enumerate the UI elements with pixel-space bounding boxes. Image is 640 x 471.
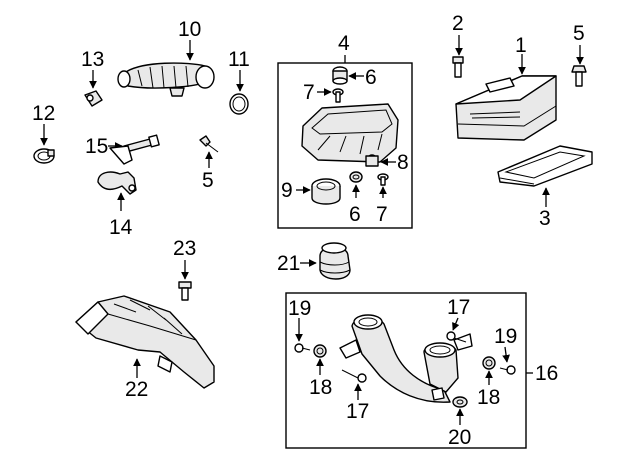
sensor-rod-part xyxy=(123,134,160,153)
callout-5-right: 5 xyxy=(573,22,585,45)
seal-part-9 xyxy=(311,178,341,205)
callout-19-left: 19 xyxy=(288,297,311,320)
grommet-part-18-left xyxy=(313,344,327,358)
air-cleaner-cover-part xyxy=(455,75,557,141)
intake-hose-part xyxy=(117,62,215,97)
callout-22: 22 xyxy=(125,378,148,401)
bolt-part-5-right xyxy=(571,65,587,87)
bolt-part-17-right xyxy=(446,331,467,343)
hose-clamp-part xyxy=(33,148,55,164)
callout-20: 20 xyxy=(448,426,471,449)
callout-16: 16 xyxy=(535,362,558,385)
bolt-part-17-left xyxy=(341,369,367,383)
collar-part-8 xyxy=(365,155,379,167)
callout-7-top: 7 xyxy=(303,81,315,104)
callout-6-bottom: 6 xyxy=(349,203,361,226)
air-filter-element-part xyxy=(497,145,593,187)
callout-17-left: 17 xyxy=(346,400,369,423)
intake-tube-part xyxy=(339,314,473,403)
bolt-part-19-right xyxy=(499,365,516,375)
clip-part xyxy=(84,90,103,107)
callout-6-top: 6 xyxy=(365,66,377,89)
air-duct-part xyxy=(75,295,215,389)
callout-21: 21 xyxy=(277,252,300,275)
callout-5-left: 5 xyxy=(202,169,214,192)
callout-2: 2 xyxy=(452,12,464,35)
callout-8: 8 xyxy=(397,151,409,174)
callout-3: 3 xyxy=(539,207,551,230)
callout-7-bottom: 7 xyxy=(376,203,388,226)
callout-10: 10 xyxy=(178,18,201,41)
callout-14: 14 xyxy=(109,216,133,239)
breather-bracket-part xyxy=(97,145,137,195)
callout-4: 4 xyxy=(338,32,350,55)
air-cleaner-lower-case-part xyxy=(301,103,399,163)
bolt-part-7-top xyxy=(332,88,344,103)
bolt-part-19-left xyxy=(294,343,311,353)
ring-seal-part xyxy=(229,93,249,115)
callout-9: 9 xyxy=(281,179,293,202)
bellows-part xyxy=(319,242,351,280)
callout-1: 1 xyxy=(515,34,527,57)
callout-18-right: 18 xyxy=(477,386,500,409)
callout-11: 11 xyxy=(228,48,250,71)
callout-23: 23 xyxy=(173,237,196,260)
push-pin-part xyxy=(452,56,464,78)
callout-13: 13 xyxy=(81,48,104,71)
grommet-part-18-right xyxy=(482,356,496,370)
grommet-part-6-bottom xyxy=(349,171,363,183)
callout-19-right: 19 xyxy=(494,325,517,348)
bolt-part-5-left xyxy=(199,135,219,153)
grommet-part-6-top xyxy=(332,66,348,85)
group-box-intake-duct xyxy=(285,292,527,449)
callout-12: 12 xyxy=(32,102,55,125)
push-pin-part-23 xyxy=(178,281,192,301)
callout-17-right: 17 xyxy=(447,296,470,319)
callout-18-left: 18 xyxy=(309,376,332,399)
callout-15: 15 xyxy=(85,135,108,158)
grommet-part-20 xyxy=(452,396,468,408)
bolt-part-7-bottom xyxy=(377,173,389,186)
